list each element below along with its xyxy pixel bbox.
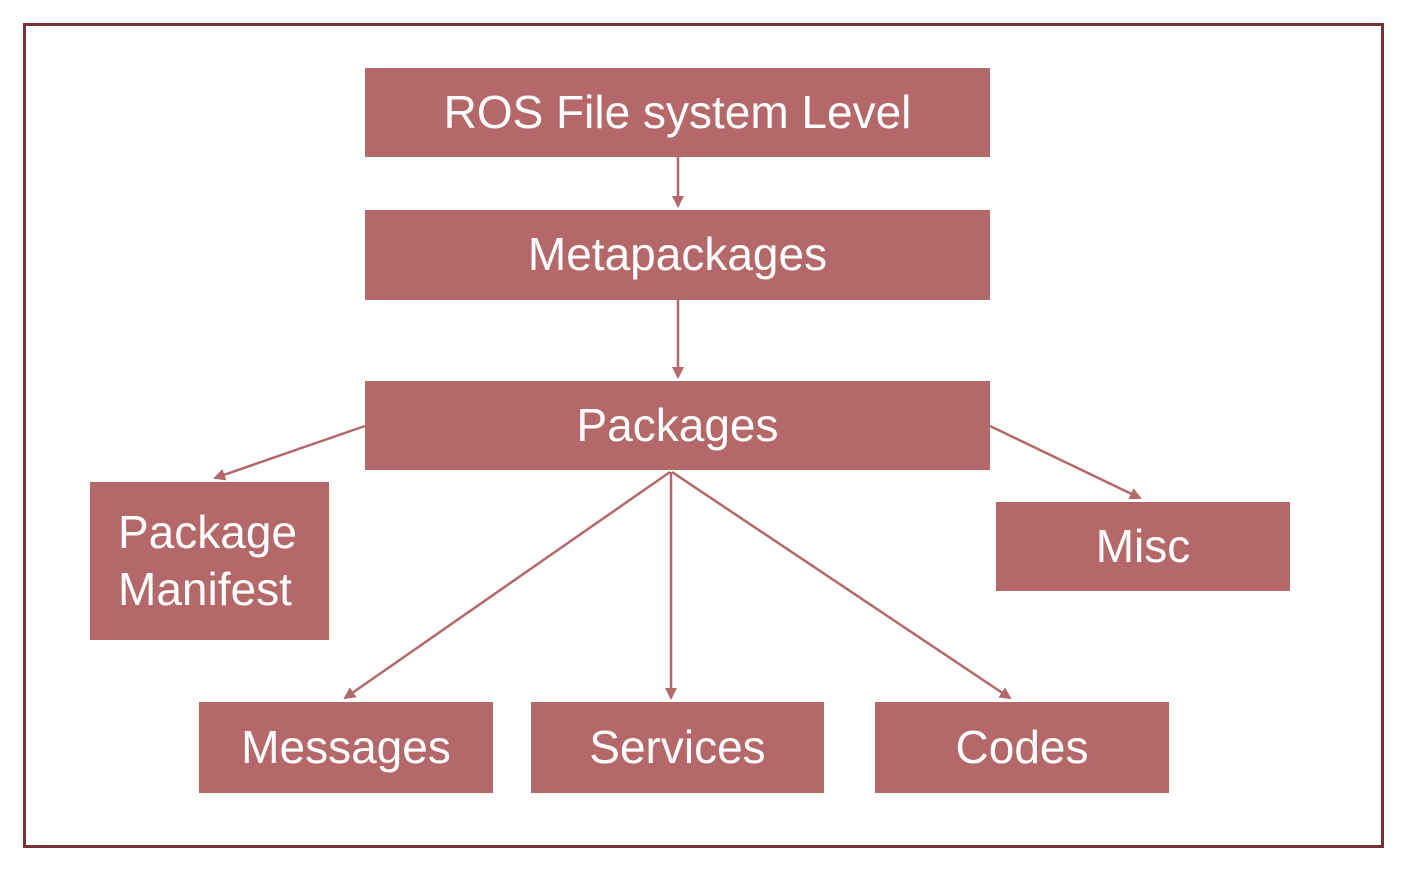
node-services-label: Services [589, 720, 766, 773]
node-package-manifest-label: Package Manifest [118, 505, 298, 616]
node-messages-label: Messages [241, 720, 451, 773]
edge-packages-messages [343, 470, 671, 700]
node-misc-label: Misc [1095, 519, 1191, 572]
node-ros-filesystem-level-label: ROS File system Level [443, 85, 912, 138]
node-packages: Packages [365, 381, 990, 470]
node-ros-filesystem-level: ROS File system Level [365, 68, 990, 157]
node-services: Services [531, 702, 824, 793]
node-metapackages: Metapackages [365, 210, 990, 300]
edge-packages-manifest [213, 424, 366, 481]
node-misc: Misc [996, 502, 1290, 591]
node-package-manifest: Package Manifest [90, 482, 329, 640]
node-metapackages-label: Metapackages [527, 228, 828, 281]
node-messages: Messages [199, 702, 493, 793]
node-packages-label: Packages [576, 398, 779, 451]
edge-packages-misc [989, 424, 1142, 500]
edge-packages-codes [671, 470, 1012, 700]
node-codes-label: Codes [955, 720, 1089, 773]
node-codes: Codes [875, 702, 1169, 793]
diagram-frame [23, 23, 1384, 848]
